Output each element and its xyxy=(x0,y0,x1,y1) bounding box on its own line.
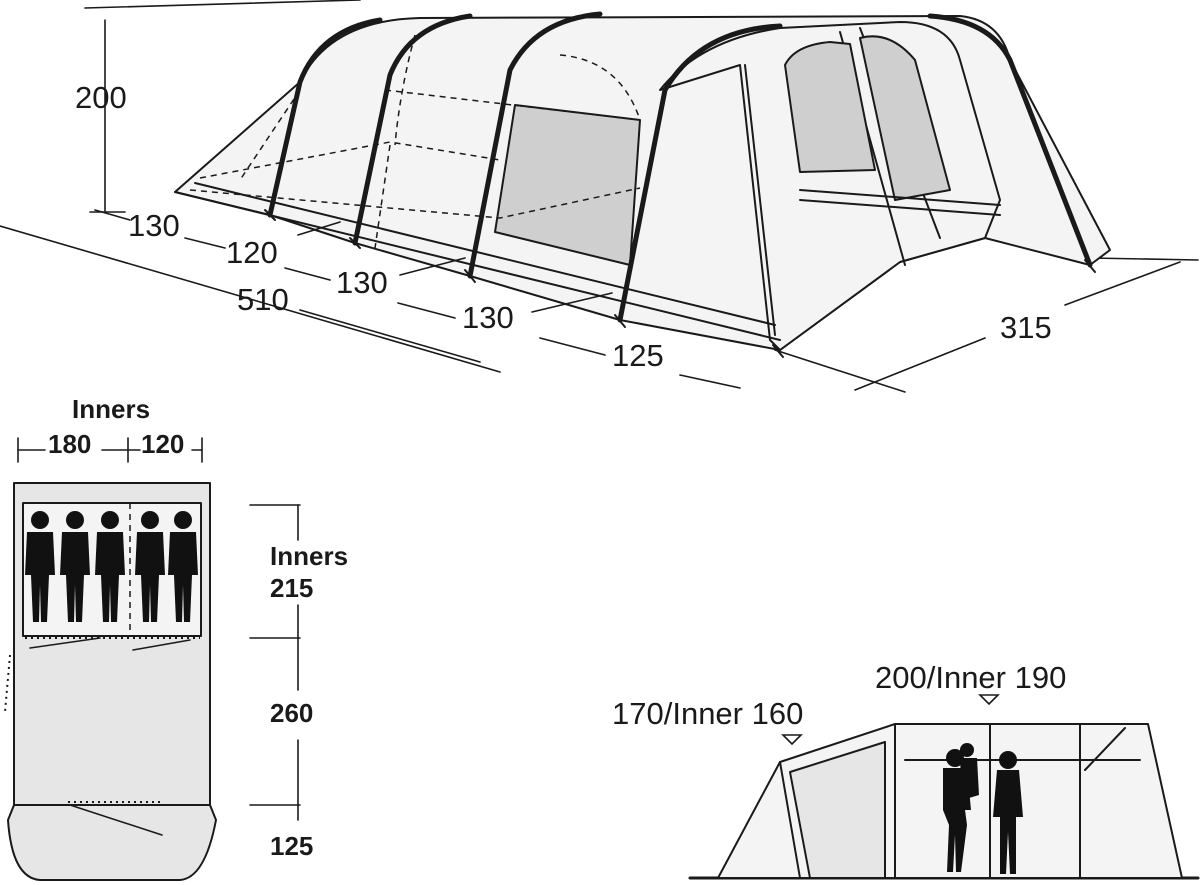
segment-label-1: 130 xyxy=(128,208,180,243)
side-view: 200/Inner 190 170/Inner 160 xyxy=(612,660,1200,880)
inner-width-right: 120 xyxy=(141,429,184,459)
segment-dim-1: 130 xyxy=(94,208,180,243)
tent-body xyxy=(174,11,1111,358)
segment-label-5: 125 xyxy=(612,338,664,373)
segment-label-4: 130 xyxy=(462,300,514,335)
sleepers xyxy=(25,511,198,622)
segment-dim-2: 120 xyxy=(184,221,341,270)
adult-silhouette xyxy=(993,751,1023,874)
floorplan-view: Inners 180 120 xyxy=(4,394,348,881)
width-label: 315 xyxy=(1000,310,1052,345)
segment-dim-5: 125 xyxy=(539,337,741,389)
inner-width-dims: 180 120 xyxy=(17,429,203,463)
living-depth-value: 260 xyxy=(270,698,313,728)
ground-guide-lines xyxy=(0,0,1199,393)
tent-perspective-view: 200 130 120 130 130 125 510 xyxy=(0,0,1199,393)
height-label: 200 xyxy=(75,80,127,115)
low-height-label: 170/Inner 160 xyxy=(612,696,803,731)
segment-dim-3: 130 xyxy=(284,257,466,300)
inners-depth-title: Inners xyxy=(270,541,348,571)
high-height-label: 200/Inner 190 xyxy=(875,660,1066,695)
segment-dim-4: 130 xyxy=(397,292,613,335)
inner-width-left: 180 xyxy=(48,429,91,459)
inners-width-title: Inners xyxy=(72,394,150,424)
length-dim: 510 xyxy=(237,282,481,363)
segment-label-2: 120 xyxy=(226,235,278,270)
width-dim: 315 xyxy=(854,261,1181,391)
length-label: 510 xyxy=(237,282,289,317)
porch-depth-value: 125 xyxy=(270,831,313,861)
inners-depth-value: 215 xyxy=(270,573,313,603)
adult-with-child-silhouette xyxy=(943,743,979,872)
segment-label-3: 130 xyxy=(336,265,388,300)
depth-dims: Inners 215 260 125 xyxy=(249,504,348,861)
